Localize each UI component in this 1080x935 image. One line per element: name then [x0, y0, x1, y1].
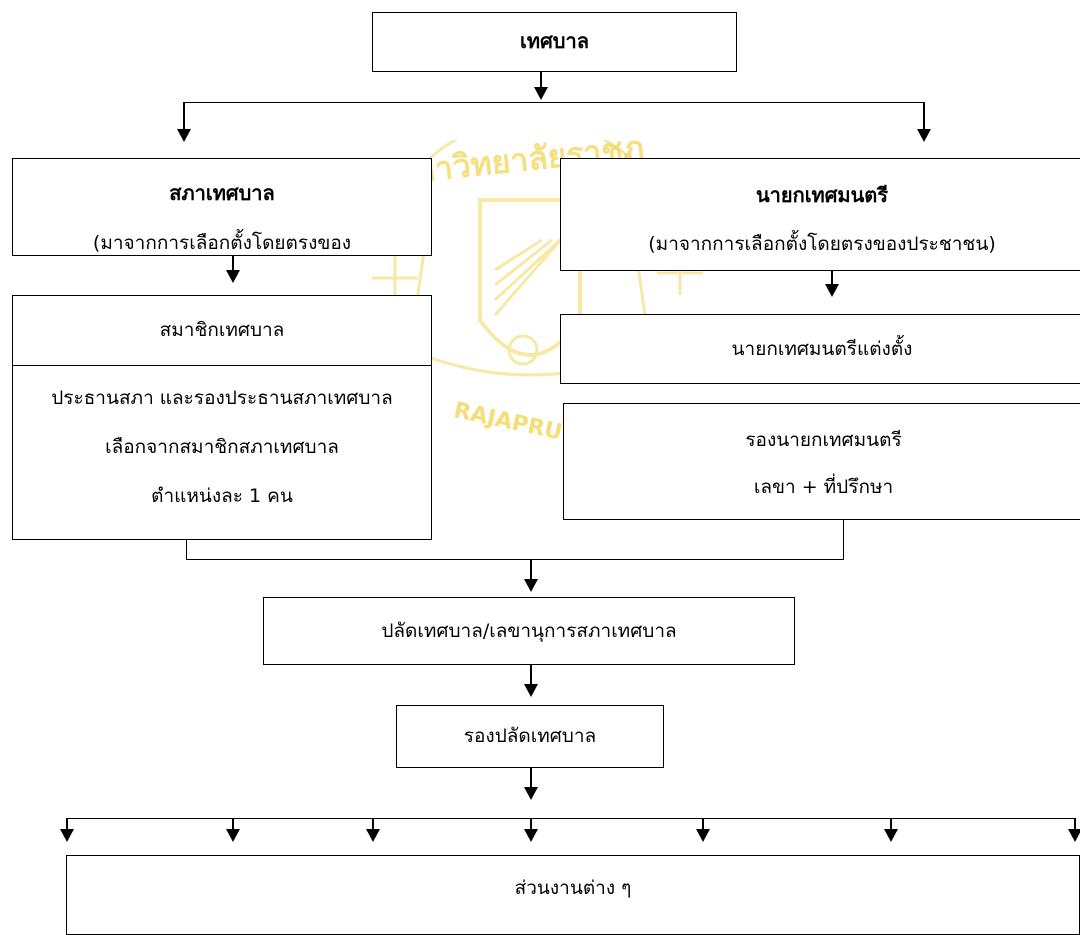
appointed-box: นายกเทศมนตรีแต่งตั้ง [560, 314, 1080, 384]
deputy-mayor-box: รองนายกเทศมนตรี เลขา + ที่ปรึกษา [563, 403, 1080, 520]
merge-horizontal [186, 559, 844, 560]
members-divider [13, 365, 431, 366]
arrow-to-council [177, 102, 191, 142]
arrow-division-1 [60, 818, 74, 842]
arrow-council-to-members [226, 256, 240, 283]
arrow-division-6 [884, 818, 898, 842]
arrow-division-4 [524, 818, 538, 842]
arrow-to-clerk [524, 560, 538, 592]
arrow-mayor-to-appointed [825, 271, 839, 297]
deputy-mayor-line-2: เลขา + ที่ปรึกษา [753, 476, 894, 498]
arrow-to-deputy-clerk [524, 665, 538, 697]
arrow-division-3 [366, 818, 380, 842]
divisions-box: ส่วนงานต่าง ๆ [66, 855, 1080, 935]
mayor-box: นายกเทศมนตรี (มาจากการเลือกตั้งโดยตรงของ… [560, 158, 1080, 271]
merge-right-vertical [843, 520, 844, 560]
university-seal-watermark: หาวิทยาลัยราชภ RAJAPRUK [372, 140, 703, 449]
arrow-top-down [534, 72, 548, 100]
municipality-box: เทศบาล [372, 12, 737, 72]
members-line-3: ตำแหน่งละ 1 คน [151, 485, 293, 507]
mayor-subtitle: (มาจากการเลือกตั้งโดยตรงของประชาชน) [648, 233, 996, 255]
clerk-box: ปลัดเทศบาล/เลขานุการสภาเทศบาล [263, 597, 795, 665]
members-title: สมาชิกเทศบาล [159, 319, 285, 341]
deputy-clerk-title: รองปลัดเทศบาล [463, 725, 597, 747]
deputy-mayor-line-1: รองนายกเทศมนตรี [745, 429, 902, 451]
mayor-title: นายกเทศมนตรี [755, 183, 889, 207]
distribution-line [66, 818, 1076, 819]
arrow-division-2 [226, 818, 240, 842]
arrow-to-divisions [524, 768, 538, 800]
members-line-1: ประธานสภา และรองประธานสภาเทศบาล [51, 387, 393, 409]
municipality-title: เทศบาล [520, 29, 589, 53]
arrow-to-mayor [917, 102, 931, 142]
merge-left-vertical [186, 540, 187, 560]
arrow-division-7 [1068, 818, 1080, 842]
appointed-title: นายกเทศมนตรีแต่งตั้ง [731, 338, 913, 360]
split-connector-line [183, 102, 924, 103]
council-title: สภาเทศบาล [169, 181, 275, 205]
members-box: สมาชิกเทศบาล ประธานสภา และรองประธานสภาเท… [12, 295, 432, 540]
arrow-division-5 [696, 818, 710, 842]
council-subtitle: (มาจากการเลือกตั้งโดยตรงของ [92, 232, 352, 254]
clerk-title: ปลัดเทศบาล/เลขานุการสภาเทศบาล [381, 620, 677, 642]
council-box: สภาเทศบาล (มาจากการเลือกตั้งโดยตรงของ [12, 158, 432, 256]
deputy-clerk-box: รองปลัดเทศบาล [396, 705, 664, 768]
divisions-title: ส่วนงานต่าง ๆ [514, 877, 632, 899]
members-line-2: เลือกจากสมาชิกสภาเทศบาล [105, 436, 339, 458]
